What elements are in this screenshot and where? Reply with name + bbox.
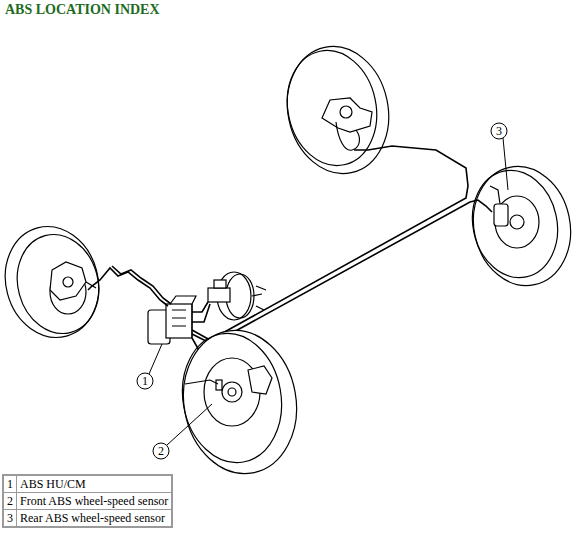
- brake-lines: [88, 146, 492, 372]
- illustration-stroke: [172, 325, 291, 470]
- callout-circle: 1: [136, 372, 154, 390]
- illustration-stroke: [112, 266, 171, 304]
- leader-lines: [149, 138, 508, 445]
- illustration-stroke: [172, 310, 186, 326]
- illustration-stroke: [277, 42, 387, 174]
- index-row: 2Front ABS wheel-speed sensor: [3, 493, 172, 510]
- illustration-stroke: [167, 404, 212, 445]
- rear-right-wheel: [463, 157, 576, 294]
- part-name: Rear ABS wheel-speed sensor: [17, 510, 173, 528]
- illustration-stroke: [490, 186, 500, 204]
- illustration-stroke: [63, 277, 73, 287]
- illustration-stroke: [50, 262, 86, 300]
- index-number: 3: [3, 510, 17, 528]
- part-name: Front ABS wheel-speed sensor: [17, 493, 173, 510]
- illustration-stroke: [494, 204, 508, 226]
- illustration-stroke: [340, 106, 352, 118]
- illustration-stroke: [185, 380, 218, 384]
- illustration-stroke: [222, 382, 242, 402]
- illustration-stroke: [192, 200, 492, 344]
- illustration-stroke: [276, 37, 400, 183]
- illustration-stroke: [192, 146, 468, 340]
- location-index-table: 1ABS HU/CM2Front ABS wheel-speed sensor3…: [2, 474, 173, 528]
- illustration-stroke: [172, 321, 307, 482]
- brake-booster: [208, 272, 266, 320]
- illustration-stroke: [510, 215, 524, 229]
- illustration-stroke: [214, 280, 226, 288]
- illustration-stroke: [208, 288, 230, 302]
- callout-number: 3: [496, 125, 502, 137]
- illustration-stroke: [495, 196, 539, 248]
- abs-hydraulic-unit: [148, 296, 196, 344]
- part-name: ABS HU/CM: [17, 475, 173, 493]
- illustration-stroke: [503, 138, 508, 190]
- illustration-stroke: [88, 268, 168, 306]
- callout-number: 1: [142, 375, 148, 387]
- illustration-stroke: [252, 286, 266, 310]
- illustration-stroke: [336, 122, 359, 150]
- index-row: 3Rear ABS wheel-speed sensor: [3, 510, 172, 528]
- front-right-wheel: [172, 321, 307, 482]
- illustration-stroke: [170, 296, 196, 338]
- illustration-stroke: [463, 157, 576, 294]
- callout-circle: 3: [490, 122, 508, 140]
- index-number: 2: [3, 493, 17, 510]
- front-left-wheel: [0, 216, 111, 348]
- diagram-title: ABS LOCATION INDEX: [5, 2, 160, 18]
- illustration-stroke: [192, 302, 208, 312]
- illustration-stroke: [463, 162, 568, 285]
- illustration-stroke: [149, 344, 162, 374]
- callout-ring: [153, 443, 169, 459]
- callout-ring: [491, 123, 507, 139]
- callout-number: 2: [158, 445, 164, 457]
- illustration-stroke: [216, 380, 222, 390]
- index-row: 1ABS HU/CM: [3, 475, 172, 493]
- illustration-stroke: [192, 304, 210, 322]
- illustration-stroke: [0, 216, 111, 348]
- callout-ring: [137, 373, 153, 389]
- rear-left-wheel: [276, 37, 400, 183]
- illustration-stroke: [322, 98, 372, 132]
- index-number: 1: [3, 475, 17, 493]
- callout-circle: 2: [152, 442, 170, 460]
- illustration-stroke: [248, 366, 272, 394]
- illustration-stroke: [228, 388, 236, 396]
- illustration-stroke: [166, 304, 192, 338]
